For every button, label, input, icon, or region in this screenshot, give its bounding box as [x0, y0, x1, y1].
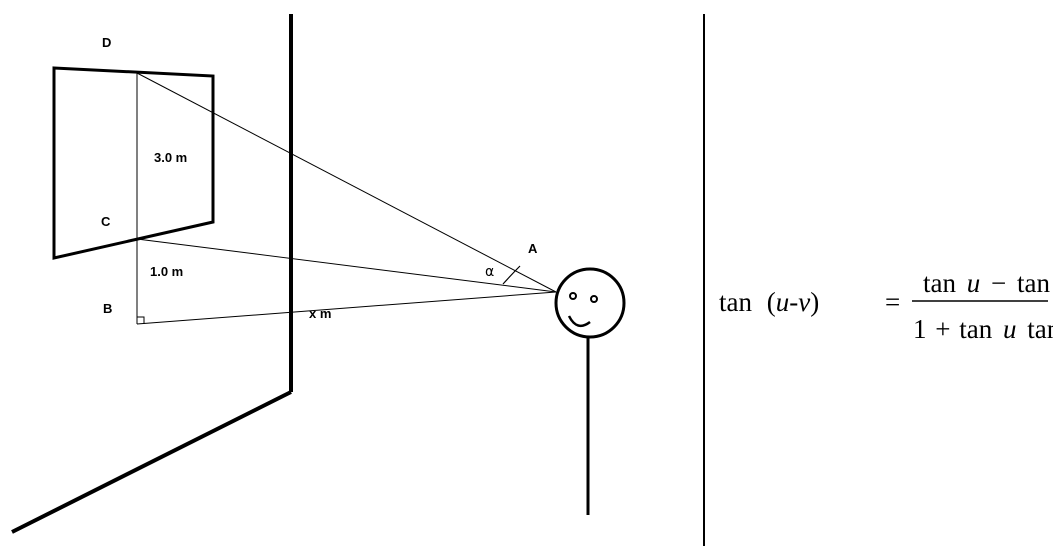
wall-floor-edge [11, 390, 292, 534]
formula-lhs-open: ( [767, 287, 776, 317]
person-head [554, 267, 626, 339]
formula-denominator: 1 + tan u tan v [913, 314, 1053, 344]
label-distance-x: x m [309, 306, 331, 321]
formula-tan-difference: tan (u-v) = tan u − tan v 1 + tan u tan … [719, 268, 1053, 344]
formula-numerator: tan u − tan v [923, 268, 1053, 298]
formula-lhs-close: ) [810, 287, 819, 317]
formula-den-u: u [1003, 314, 1017, 344]
sight-line-a-to-d [136, 72, 557, 293]
formula-num-minus: − [991, 268, 1006, 298]
label-point-a: A [528, 241, 538, 256]
label-point-c: C [101, 214, 111, 229]
formula-num-tan1: tan [923, 268, 956, 298]
formula-num-tan2: tan [1017, 268, 1050, 298]
label-angle-alpha: α [485, 264, 494, 280]
label-point-d: D [102, 35, 111, 50]
person-right-eye [590, 295, 598, 303]
person-left-eye [569, 292, 577, 300]
sight-line-a-to-c [136, 238, 557, 293]
angle-alpha-arc [502, 265, 521, 285]
formula-lhs: tan (u-v) [719, 287, 819, 317]
formula-lhs-fn: tan [719, 287, 752, 317]
screen-board [52, 66, 215, 260]
formula-lhs-minus: - [789, 287, 798, 317]
formula-num-u: u [967, 268, 981, 298]
right-angle-marker [137, 316, 145, 324]
formula-lhs-v: v [798, 287, 810, 317]
formula-den-plus: + [935, 314, 950, 344]
formula-den-tan2: tan [1027, 314, 1053, 344]
formula-den-one: 1 [913, 314, 927, 344]
label-height-bc: 1.0 m [150, 264, 183, 279]
person-smile [567, 315, 591, 328]
label-height-cd: 3.0 m [154, 150, 187, 165]
baseline-a-to-b [136, 291, 557, 325]
formula-lhs-u: u [776, 287, 790, 317]
label-point-b: B [103, 301, 112, 316]
formula-equals: = [885, 287, 900, 317]
formula-den-tan1: tan [959, 314, 992, 344]
